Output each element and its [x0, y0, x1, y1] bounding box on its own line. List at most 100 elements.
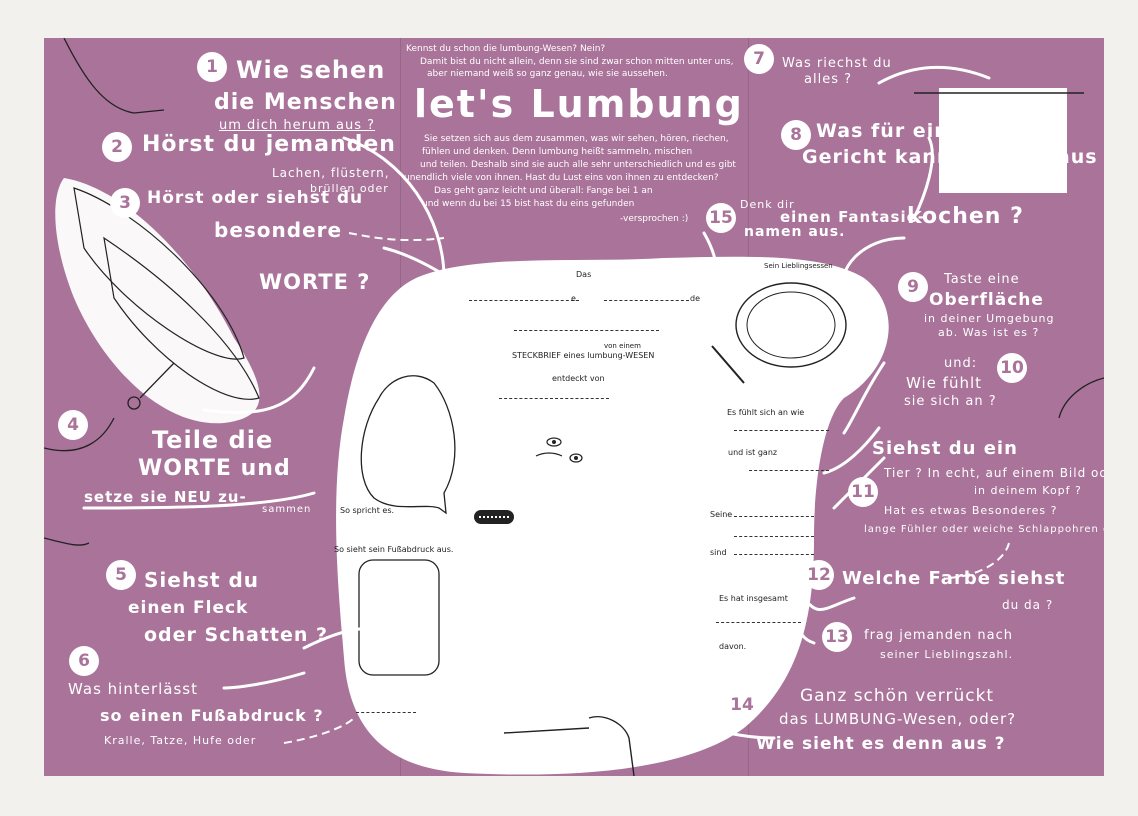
step-10-text: Wie fühlt [906, 374, 983, 392]
card-label: entdeckt von [552, 374, 605, 383]
card-heading: STECKBRIEF eines lumbung-WESEN [512, 351, 655, 360]
step-6-text: so einen Fußabdruck ? [100, 706, 324, 725]
step-5-text: einen Fleck [128, 598, 249, 618]
step-number: 3 [110, 188, 140, 218]
card-label: Es fühlt sich an wie [727, 408, 805, 417]
step-11-text: in deinem Kopf ? [974, 484, 1082, 497]
intro-paragraph: unendlich viele von ihnen. Hast du Lust … [404, 173, 719, 183]
card-label: Seine [710, 510, 733, 519]
card-label: von einem [604, 342, 641, 350]
step-4-text: Teile die [152, 426, 274, 454]
step-13-text: seiner Lieblingszahl. [880, 648, 1014, 661]
blank-line [356, 712, 416, 713]
step-12-text: Welche Farbe siehst [842, 568, 1066, 589]
step-14-text: Wie sieht es denn aus ? [756, 734, 1006, 754]
step-15-text: einen Fantasie- [780, 208, 925, 226]
intro-paragraph: und teilen. Deshalb sind sie auch alle s… [420, 160, 736, 170]
step-7-text: alles ? [804, 72, 852, 87]
step-number: 9 [898, 272, 928, 302]
blank-line [469, 300, 579, 301]
step-13-text: frag jemanden nach [864, 628, 1013, 643]
card-label: Es hat insgesamt [719, 594, 788, 603]
step-number: 15 [706, 203, 736, 233]
step-10-text: sie sich an ? [904, 394, 997, 409]
step-9-text: Taste eine [944, 272, 1020, 287]
card-label: Sein Lieblingsessen [764, 262, 833, 270]
intro-line: Kennst du schon die lumbung-Wesen? Nein? [406, 44, 606, 54]
step-4-text: setze sie NEU zu- [84, 488, 247, 506]
step-5-text: Siehst du [144, 568, 260, 592]
step-1-text: um dich herum aus ? [219, 118, 376, 133]
poster-title: let's Lumbung [414, 82, 744, 126]
step-9-text: ab. Was ist es ? [938, 326, 1040, 339]
card-label: e [571, 294, 576, 303]
blank-line [716, 622, 801, 623]
step-number: 12 [804, 560, 834, 590]
blank-line [734, 430, 829, 431]
step-2-text: brüllen oder [310, 182, 389, 195]
step-8-text: Was für ein [816, 120, 949, 142]
blank-line [734, 516, 814, 517]
blank-line [514, 330, 659, 331]
step-15-text: Denk dir [740, 198, 795, 211]
step-number: 1 [197, 52, 227, 82]
step-15-text: namen aus. [744, 224, 846, 240]
step-3-text: Hörst oder siehst du [147, 188, 364, 208]
step-2-text: Lachen, flüstern, [272, 166, 390, 180]
step-6-text: Was hinterlässt [68, 680, 198, 698]
intro-paragraph: Das geht ganz leicht und überall: Fange … [434, 186, 653, 196]
intro-line: Damit bist du nicht allein, denn sie sin… [420, 57, 734, 67]
step-1-text: die Menschen [214, 90, 397, 115]
intro-paragraph: Sie setzen sich aus dem zusammen, was wi… [424, 134, 729, 144]
blank-line [604, 300, 689, 301]
poster-sheet: 1 2 3 4 5 6 7 8 9 10 11 12 13 14 15 Wie … [44, 38, 1104, 776]
step-number: 5 [106, 560, 136, 590]
step-number: 11 [848, 477, 878, 507]
step-8-text: kochen ? [907, 204, 1024, 229]
step-11-text: Siehst du ein [872, 438, 1018, 459]
card-label: So spricht es. [340, 506, 395, 515]
step-5-text: oder Schatten ? [144, 624, 329, 646]
card-blob [44, 38, 1104, 776]
step-10-text: und: [944, 356, 978, 371]
step-14-text: das LUMBUNG-Wesen, oder? [779, 710, 1017, 728]
card-label: de [690, 294, 700, 303]
intro-line: aber niemand weiß so ganz genau, wie sie… [427, 69, 668, 79]
step-11-text: Tier ? In echt, auf einem Bild oder [884, 466, 1104, 480]
card-label: sind [710, 548, 727, 557]
card-label: davon. [719, 642, 747, 651]
step-1-text: Wie sehen [236, 56, 386, 84]
step-9-text: in deiner Umgebung [924, 312, 1055, 325]
step-number: 13 [822, 622, 852, 652]
step-4-text: sammen [262, 504, 312, 515]
step-number: 10 [997, 353, 1027, 383]
step-number: 4 [58, 410, 88, 440]
step-12-text: du da ? [1002, 598, 1054, 612]
step-number: 2 [102, 132, 132, 162]
step-number: 7 [744, 44, 774, 74]
step-14-text: Ganz schön verrückt [800, 686, 995, 706]
step-3-text: WORTE ? [259, 270, 371, 294]
intro-signoff: -versprochen :) [620, 214, 689, 224]
card-label: So sieht sein Fußabdruck aus. [334, 545, 454, 554]
step-number: 6 [69, 646, 99, 676]
intro-paragraph: und wenn du bei 15 bist hast du eins gef… [422, 199, 635, 209]
blank-line [734, 536, 814, 537]
blank-line [499, 398, 609, 399]
card-label: Das [576, 270, 592, 279]
step-11-text: lange Fühler oder weiche Schlappohren od… [864, 524, 1104, 535]
step-2-text: Hörst du jemanden [142, 132, 396, 157]
blank-line [734, 554, 814, 555]
blank-line [749, 470, 829, 471]
step-7-text: Was riechst du [782, 56, 892, 71]
intro-paragraph: fühlen und denken. Denn lumbung heißt sa… [422, 147, 693, 157]
step-9-text: Oberfläche [929, 290, 1044, 310]
card-label: und ist ganz [728, 448, 778, 457]
step-6-text: Kralle, Tatze, Hufe oder [104, 734, 257, 747]
step-number: 14 [727, 690, 757, 720]
step-3-text: besondere [214, 218, 343, 242]
step-11-text: Hat es etwas Besonderes ? [884, 504, 1058, 517]
step-8-text: Gericht kannst du daraus [802, 146, 1098, 168]
step-number: 8 [781, 120, 811, 150]
step-4-text: WORTE und [138, 456, 291, 481]
